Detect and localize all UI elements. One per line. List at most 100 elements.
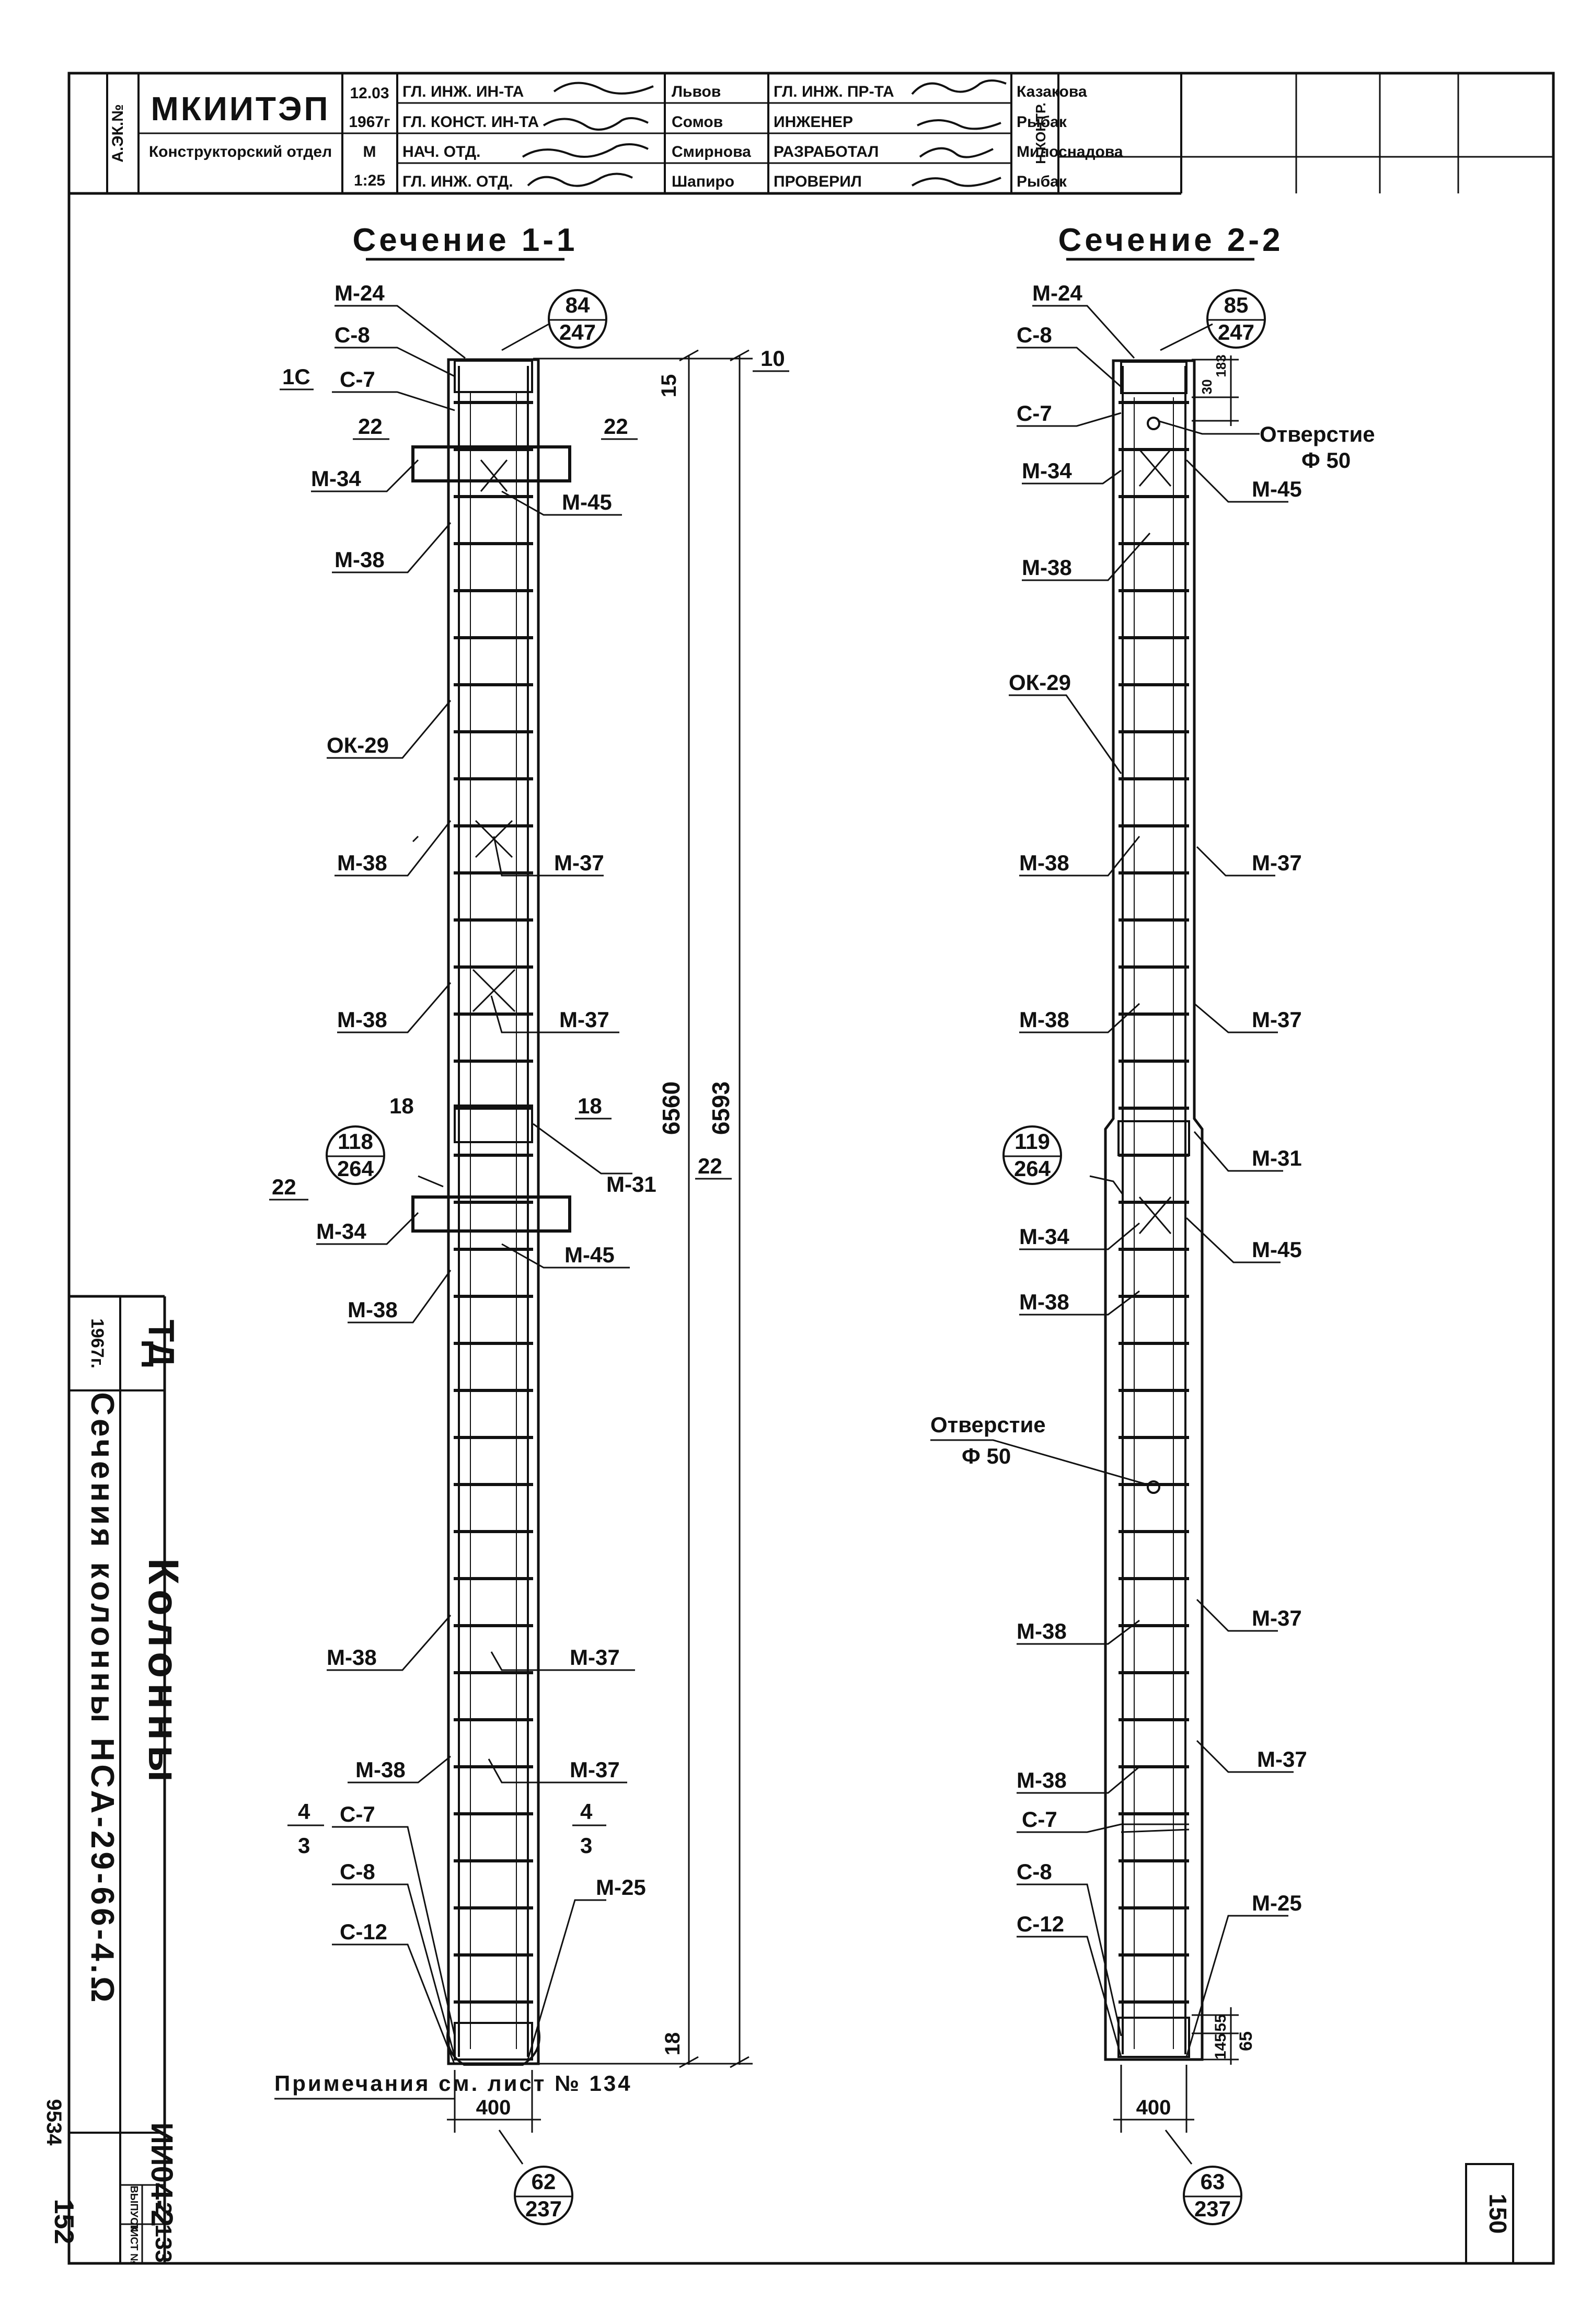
section-2-stirrups [1119, 401, 1189, 2004]
series-code: ИИ04-2 [145, 2122, 179, 2226]
role-developed-by: РАЗРАБОТАЛ [774, 143, 879, 160]
role-chief-engineer-institute: ГЛ. ИНЖ. ИН-ТА [402, 83, 524, 100]
section-2-dimensions [1113, 355, 1239, 2133]
dim-30: 30 [1199, 379, 1215, 395]
callout-mid-num-s2: 119 [1014, 1129, 1050, 1154]
dim-55: 55 [1212, 2014, 1229, 2031]
name-rybak: Рыбак [1017, 113, 1067, 131]
name-shapiro: Шапиро [672, 173, 734, 190]
label-m38-5-s2: М-38 [1017, 1619, 1067, 1643]
sheet-label: ЛИСТ № [128, 2222, 140, 2265]
signature [553, 82, 654, 95]
label-m37-2-s2: М-37 [1252, 1007, 1302, 1032]
label-m34-top-s2: М-34 [1022, 458, 1072, 483]
department-name: Конструкторский отдел [149, 143, 332, 160]
signature [527, 172, 633, 187]
section-1-column [411, 358, 571, 2066]
label-c8-bot: С-8 [340, 1859, 375, 1884]
label-c7-top: С-7 [340, 367, 375, 392]
left-title-block [69, 1295, 166, 2263]
signature [911, 79, 1007, 95]
section-2-title: Сечение 2-2 [1058, 222, 1283, 258]
signature [919, 147, 994, 158]
label-c8-top: С-8 [335, 323, 370, 347]
callout-top-den-s2: 247 [1218, 320, 1254, 344]
section-1-leaders [311, 305, 635, 2165]
scale-value: 1:25 [354, 172, 385, 189]
label-m38-4-s2: М-38 [1019, 1290, 1069, 1314]
section-2-leaders [930, 305, 1294, 2165]
notes-text: Примечания см. лист № 134 [274, 2071, 632, 2096]
label-c7-bot: С-7 [340, 1802, 375, 1826]
label-m25: М-25 [596, 1875, 646, 1900]
sheet-border [67, 72, 1555, 2265]
mark-4-right: 4 [580, 1799, 593, 1824]
label-m45-mid-s2: М-45 [1252, 1237, 1302, 1262]
top-title-block [69, 73, 1553, 195]
dim-400-s2: 400 [1136, 2096, 1171, 2119]
section-2-callouts: 85 247 119 264 63 237 [1002, 289, 1266, 2225]
norm-control-label: Н.КОНТР. [1033, 102, 1048, 164]
name-smirnova: Смирнова [672, 143, 751, 160]
label-m37-1: М-37 [554, 850, 604, 875]
hole-top-size: Ф 50 [1301, 448, 1351, 473]
signature [522, 143, 649, 158]
label-m24-s2: М-24 [1032, 281, 1082, 305]
label-m34-top: М-34 [311, 466, 361, 491]
label-m38-1: М-38 [335, 547, 385, 572]
archive-number-2: 152 [49, 2199, 79, 2245]
label-c8-top-s2: С-8 [1017, 323, 1052, 347]
signature [917, 119, 1001, 130]
dim-6593: 6593 [707, 1082, 734, 1135]
label-m31-s2: М-31 [1252, 1146, 1302, 1170]
mark-1c: 1С [282, 364, 310, 389]
year-small: 1967г. [87, 1318, 107, 1368]
label-m25-s2: М-25 [1252, 1891, 1302, 1915]
sheet-year: 1967г [349, 113, 390, 131]
label-m34-mid-s2: М-34 [1019, 1224, 1069, 1249]
issue-number: 2 [151, 2202, 176, 2215]
signature [911, 177, 1001, 187]
mark-3-right: 3 [580, 1833, 592, 1858]
name-lvov: Львов [672, 83, 721, 100]
mark-4-left: 4 [298, 1799, 310, 1824]
issue-label: ВЫПУСК [128, 2185, 140, 2231]
section-1-labels: М-24 С-8 С-7 М-34 М-45 М-38 ОК-29 М-38 М… [269, 281, 789, 1944]
label-m38-3: М-38 [337, 1007, 387, 1032]
name-rybak-2: Рыбак [1017, 173, 1067, 190]
label-m24: М-24 [335, 281, 385, 305]
left-title-text: ТД 1967г. Колонны Сечения колонны НСА-29… [42, 1318, 187, 2265]
callout-bot-num: 62 [532, 2169, 556, 2194]
label-c12: С-12 [340, 1919, 387, 1944]
label-c12-s2: С-12 [1017, 1912, 1064, 1936]
hole-mid-label: Отверстие [930, 1412, 1046, 1437]
archive-no-label: А.ЭК.№ [109, 104, 126, 162]
label-c8-bot-s2: С-8 [1017, 1859, 1052, 1884]
page-number-box [1465, 2163, 1514, 2264]
callout-bot-den-s2: 237 [1194, 2196, 1231, 2221]
section-2-labels: М-24 С-8 С-7 М-34 М-45 М-38 ОК-29 М-38 М… [930, 281, 1375, 1936]
mark-22-mid-right: 22 [698, 1154, 722, 1178]
name-milosnadova: Милоснадова [1017, 143, 1123, 160]
label-m45-top-s2: М-45 [1252, 477, 1302, 501]
label-m38-3-s2: М-38 [1019, 1007, 1069, 1032]
section-1-callouts: 84 247 118 264 62 237 [326, 289, 607, 2225]
label-m38-2-s2: М-38 [1019, 850, 1069, 875]
label-c7-top-s2: С-7 [1017, 401, 1052, 425]
label-m38-1-s2: М-38 [1022, 555, 1072, 580]
role-chief-engineer-department: ГЛ. ИНЖ. ОТД. [402, 173, 513, 190]
mark-10: 10 [760, 346, 785, 371]
mark-22-mid-left: 22 [272, 1175, 296, 1199]
dim-145: 145 [1212, 2033, 1229, 2060]
label-m38-4: М-38 [348, 1297, 398, 1322]
role-head-of-department: НАЧ. ОТД. [402, 143, 480, 160]
label-ok29: ОК-29 [327, 733, 389, 757]
mark-18-left: 18 [389, 1094, 414, 1118]
role-engineer: ИНЖЕНЕР [774, 113, 853, 131]
drawing-subtitle: Сечения колонны НСА-29-66-4.Ω [84, 1392, 120, 2005]
label-m45-mid: М-45 [564, 1242, 615, 1267]
section-2-column [1104, 359, 1204, 2061]
archive-number-1: 9534 [42, 2099, 65, 2146]
name-kazakova: Казакова [1017, 83, 1087, 100]
label-m31: М-31 [606, 1172, 656, 1196]
